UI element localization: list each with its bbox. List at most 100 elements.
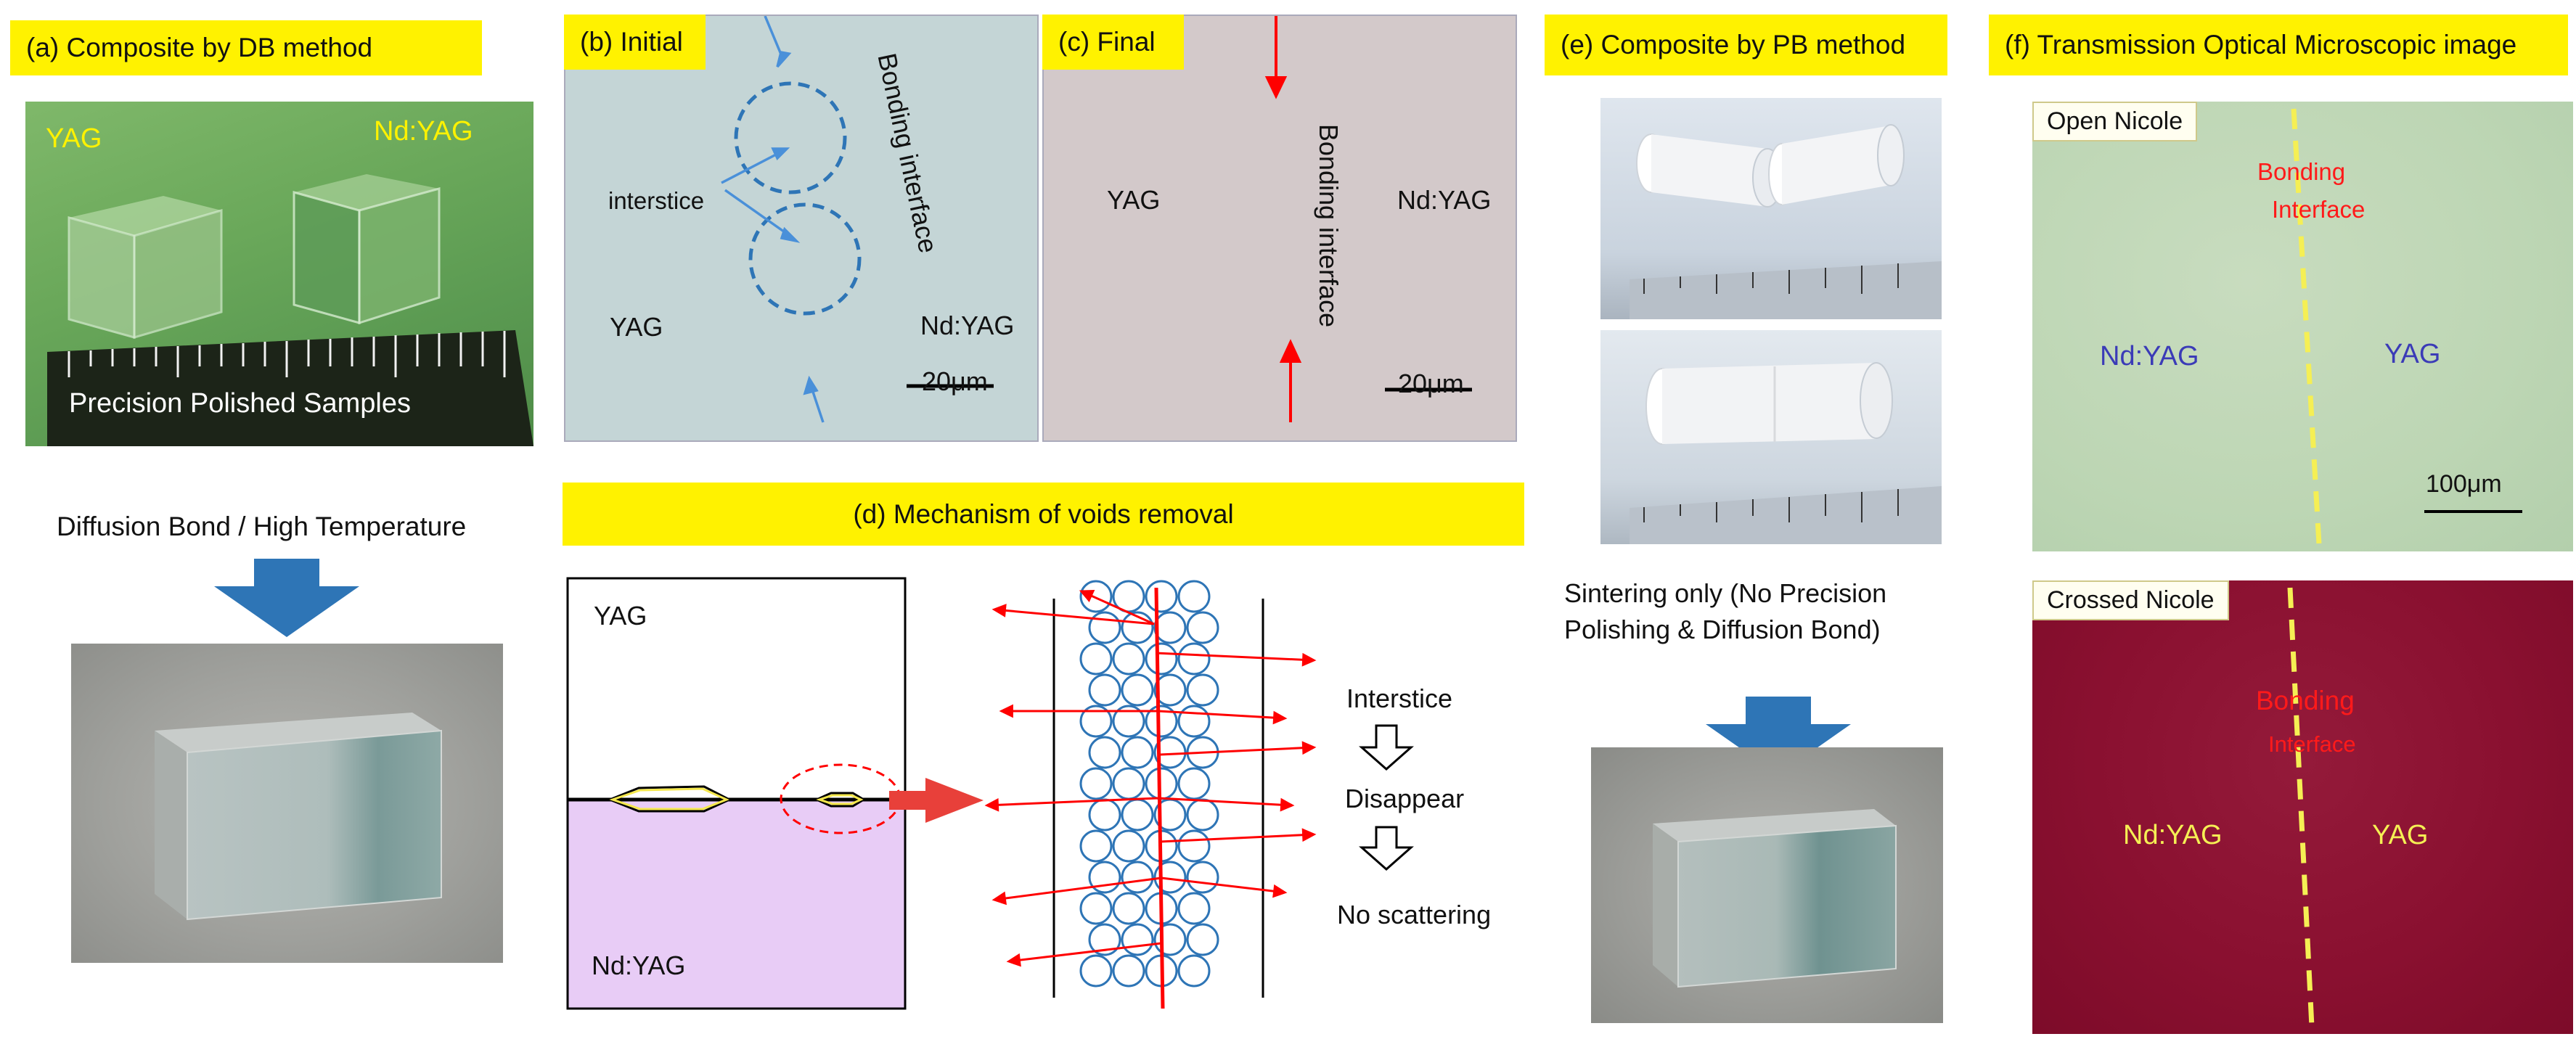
scatter-arrow-head [1272, 884, 1288, 898]
particle-circle [1177, 954, 1211, 988]
scatter-arrow [994, 877, 1162, 901]
scatter-arrow-head [999, 704, 1013, 718]
scatter-arrow-head [991, 891, 1007, 906]
down-arrow-icon [214, 559, 359, 637]
scale-bar-label: 20μm [1398, 369, 1464, 398]
particle-circle [1079, 580, 1113, 613]
pb-composite-photo [1591, 747, 1943, 1023]
bonded-composite-photo [71, 644, 503, 963]
particle-circle [1088, 736, 1121, 769]
particle-circle [1112, 892, 1145, 925]
label-yag: YAG [2372, 820, 2429, 850]
particle-circle [1145, 642, 1178, 676]
label-yag: YAG [1107, 185, 1161, 215]
scatter-arrow-head [1272, 710, 1288, 725]
scatter-arrow [1155, 652, 1314, 662]
particle-circle [1177, 829, 1211, 863]
particle-circle [1121, 611, 1154, 644]
particle-circle [1088, 611, 1121, 644]
scatter-arrow-head [1006, 953, 1021, 967]
scatter-arrow-head [1301, 828, 1317, 842]
scatter-arrow-head [1079, 590, 1095, 603]
particle-circle [1145, 705, 1178, 738]
particle-circle [1121, 673, 1154, 707]
particle-circle [1186, 861, 1219, 894]
particle-circle [1112, 954, 1145, 988]
scale-bar-label: 20μm [922, 366, 988, 396]
particle-circle [1088, 861, 1121, 894]
particle-circle [1153, 923, 1187, 956]
panel-f-title: (f) Transmission Optical Microscopic ima… [1989, 15, 2568, 75]
particle-circle [1186, 923, 1219, 956]
particle-circle [1121, 798, 1154, 832]
bonding-interface-label: Bonding interface [1314, 123, 1344, 328]
scatter-arrow [1008, 942, 1162, 963]
scatter-arrow [1158, 797, 1293, 807]
particle-circle [1088, 673, 1121, 707]
pb-note-line1: Sintering only (No Precision [1564, 578, 1887, 608]
pb-joined-rod-photo [1600, 330, 1942, 544]
step-interstice: Interstice [1346, 684, 1453, 713]
initial-micrograph [564, 15, 1039, 442]
particle-circle [1121, 923, 1154, 956]
bonding-label: Bonding [2256, 686, 2355, 715]
particle-circle [1186, 798, 1219, 832]
particle-circle [1079, 892, 1113, 925]
scatter-arrow-head [1301, 652, 1317, 667]
particle-circle [1088, 923, 1121, 956]
particle-circle [1186, 611, 1219, 644]
particle-circle [1177, 580, 1211, 613]
particle-circle [1112, 642, 1145, 676]
particle-circle [1079, 954, 1113, 988]
scatter-arrow-head [984, 797, 999, 812]
bonding-label: Bonding [2257, 158, 2346, 185]
label-yag: YAG [594, 601, 647, 631]
interstice-label: interstice [608, 187, 705, 214]
open-nicole-label: Open Nicole [2032, 102, 2198, 141]
scale-bar-label: 100μm [2426, 470, 2502, 498]
label-ndyag: Nd:YAG [592, 951, 686, 980]
particle-circle [1088, 798, 1121, 832]
particle-circle [1079, 705, 1113, 738]
label-ndyag: Nd:YAG [1397, 185, 1492, 215]
particle-circle [1145, 580, 1178, 613]
label-ndyag: Nd:YAG [374, 116, 473, 147]
scatter-arrow [1159, 746, 1314, 756]
final-micrograph [1042, 15, 1517, 442]
panel-e-title: (e) Composite by PB method [1545, 15, 1947, 75]
particle-circle [1153, 673, 1187, 707]
particle-circle [1153, 861, 1187, 894]
scatter-arrow [1158, 710, 1285, 720]
particle-circle [1121, 736, 1154, 769]
photo-caption: Precision Polished Samples [69, 388, 412, 419]
step-no-scattering: No scattering [1337, 900, 1492, 929]
crossed-nicole-micrograph [2032, 580, 2573, 1034]
particle-circle [1177, 767, 1211, 800]
scatter-arrow [986, 797, 1159, 807]
scatter-arrow [994, 608, 1155, 625]
scatter-arrow [1081, 590, 1155, 625]
label-ndyag: Nd:YAG [2100, 341, 2199, 371]
particle-circle [1079, 829, 1113, 863]
pb-note-line2: Polishing & Diffusion Bond) [1564, 615, 1881, 644]
process-label: Diffusion Bond / High Temperature [57, 512, 467, 541]
particle-circle [1112, 767, 1145, 800]
particle-circle [1145, 767, 1178, 800]
label-ndyag: Nd:YAG [2123, 820, 2223, 850]
particle-circle [1177, 642, 1211, 676]
step-disappear: Disappear [1345, 784, 1465, 813]
interface-label: Interface [2268, 731, 2356, 757]
scatter-arrow-head [1301, 741, 1317, 755]
pb-separate-rods-photo [1600, 98, 1942, 319]
interface-label: Interface [2272, 196, 2366, 223]
label-yag: YAG [46, 123, 102, 154]
void-removal-diagram [566, 577, 1414, 1010]
panel-a-title: (a) Composite by DB method [10, 20, 482, 75]
particle-circle [1186, 673, 1219, 707]
particle-circle [1079, 767, 1113, 800]
particle-circle [1079, 642, 1113, 676]
down-arrow-icon [1706, 697, 1851, 775]
particle-circle [1112, 705, 1145, 738]
label-ndyag: Nd:YAG [920, 311, 1015, 340]
scatter-arrow [1161, 877, 1285, 894]
